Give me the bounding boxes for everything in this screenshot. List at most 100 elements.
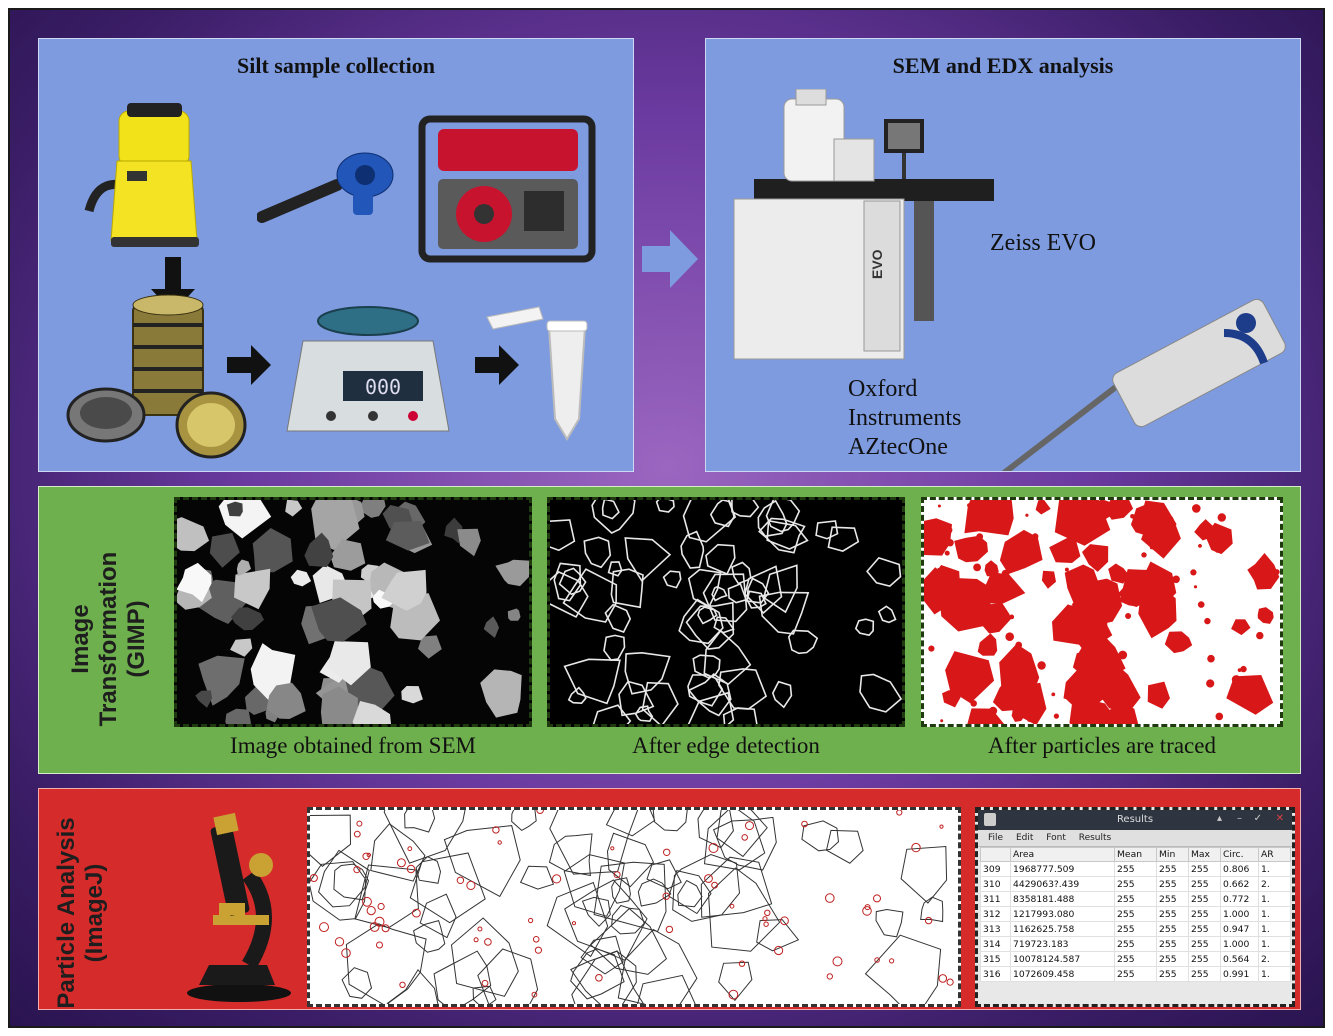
small-particle bbox=[704, 874, 713, 883]
small-particle bbox=[896, 810, 903, 816]
small-particle bbox=[466, 880, 476, 891]
small-particle bbox=[970, 700, 977, 707]
minimize-icon[interactable]: – bbox=[1237, 813, 1242, 824]
small-particle bbox=[1080, 691, 1086, 697]
table-cell: 1072609.458 bbox=[1010, 966, 1115, 982]
table-cell: 255 bbox=[1114, 966, 1157, 982]
particle bbox=[815, 520, 839, 540]
small-particle bbox=[481, 979, 489, 987]
flow-arrow-right-icon bbox=[642, 230, 698, 288]
particle bbox=[562, 568, 618, 623]
particle bbox=[385, 520, 430, 551]
particle bbox=[1231, 619, 1251, 636]
particle bbox=[731, 500, 760, 518]
results-col-header[interactable] bbox=[980, 847, 1011, 862]
small-particle bbox=[1143, 606, 1153, 615]
particle bbox=[1035, 500, 1051, 515]
small-particle bbox=[1125, 613, 1132, 619]
small-particle bbox=[953, 608, 958, 614]
close-icon[interactable]: ✕ bbox=[1275, 813, 1284, 824]
menu-file[interactable]: File bbox=[988, 833, 1004, 843]
particle bbox=[920, 896, 944, 923]
table-cell: 1. bbox=[1258, 906, 1291, 922]
particle bbox=[758, 517, 806, 554]
menu-font[interactable]: Font bbox=[1046, 833, 1066, 843]
menu-edit[interactable]: Edit bbox=[1015, 833, 1034, 843]
particle bbox=[758, 591, 810, 635]
small-particle bbox=[825, 893, 835, 903]
window-menu-icon[interactable]: ▴ bbox=[1216, 813, 1222, 824]
small-particle bbox=[528, 917, 534, 924]
results-col-header[interactable]: Area bbox=[1010, 847, 1115, 862]
small-particle bbox=[1207, 654, 1215, 663]
particle-analysis-label: Particle Analysis (ImageJ) bbox=[53, 817, 108, 1009]
small-particle bbox=[801, 820, 808, 828]
small-particle bbox=[552, 874, 562, 884]
particle bbox=[381, 569, 427, 611]
table-cell: 2. bbox=[1258, 876, 1291, 892]
edge-outlines bbox=[550, 500, 902, 724]
particle bbox=[433, 950, 492, 1004]
particle bbox=[864, 934, 942, 1004]
particle bbox=[757, 500, 788, 538]
maximize-icon[interactable]: ✓ bbox=[1253, 813, 1262, 824]
small-particle bbox=[536, 810, 544, 814]
particle bbox=[546, 881, 609, 958]
particle bbox=[624, 651, 671, 695]
particle bbox=[672, 853, 741, 922]
small-particle bbox=[928, 645, 935, 652]
table-cell: 255 bbox=[1188, 906, 1221, 922]
small-particle bbox=[1097, 642, 1103, 648]
particle bbox=[766, 519, 809, 550]
particle-outlines bbox=[310, 810, 954, 1004]
results-col-header[interactable]: Min bbox=[1156, 847, 1189, 862]
particle bbox=[415, 856, 442, 884]
results-col-header[interactable]: AR bbox=[1258, 847, 1291, 862]
particle bbox=[593, 861, 667, 933]
small-particle bbox=[745, 821, 754, 831]
small-particle bbox=[970, 683, 975, 688]
table-cell: 0.772 bbox=[1220, 891, 1259, 907]
table-cell: 1. bbox=[1258, 891, 1291, 907]
particle bbox=[607, 561, 623, 577]
small-particle bbox=[1026, 716, 1033, 723]
particle bbox=[571, 950, 645, 1004]
particle bbox=[177, 517, 210, 552]
particle bbox=[652, 810, 688, 832]
small-particle bbox=[984, 665, 990, 671]
particle bbox=[980, 603, 1012, 634]
menu-results[interactable]: Results bbox=[1078, 833, 1112, 843]
results-col-header[interactable]: Mean bbox=[1114, 847, 1157, 862]
small-particle bbox=[1172, 575, 1180, 584]
small-particle bbox=[862, 906, 872, 916]
table-cell: 255 bbox=[1156, 861, 1189, 877]
particle bbox=[580, 935, 624, 975]
results-col-header[interactable]: Max bbox=[1188, 847, 1221, 862]
small-particle bbox=[1037, 661, 1046, 670]
table-cell: 0.662 bbox=[1220, 876, 1259, 892]
particle bbox=[702, 573, 748, 623]
particle bbox=[974, 500, 992, 518]
small-particle bbox=[889, 958, 895, 964]
small-particle bbox=[1164, 533, 1173, 542]
particle bbox=[567, 686, 587, 705]
results-col-header[interactable]: Circ. bbox=[1220, 847, 1259, 862]
particle bbox=[827, 526, 860, 552]
small-particle bbox=[763, 921, 769, 927]
small-particle bbox=[928, 591, 936, 599]
table-cell: 255 bbox=[1114, 891, 1157, 907]
particle bbox=[285, 500, 303, 517]
small-particle bbox=[729, 903, 735, 909]
table-cell: 255 bbox=[1188, 891, 1221, 907]
particle bbox=[687, 691, 735, 724]
image-transformation-label: Image Transformation (GIMP) bbox=[67, 551, 150, 727]
silt-panel-title: Silt sample collection bbox=[237, 53, 435, 78]
